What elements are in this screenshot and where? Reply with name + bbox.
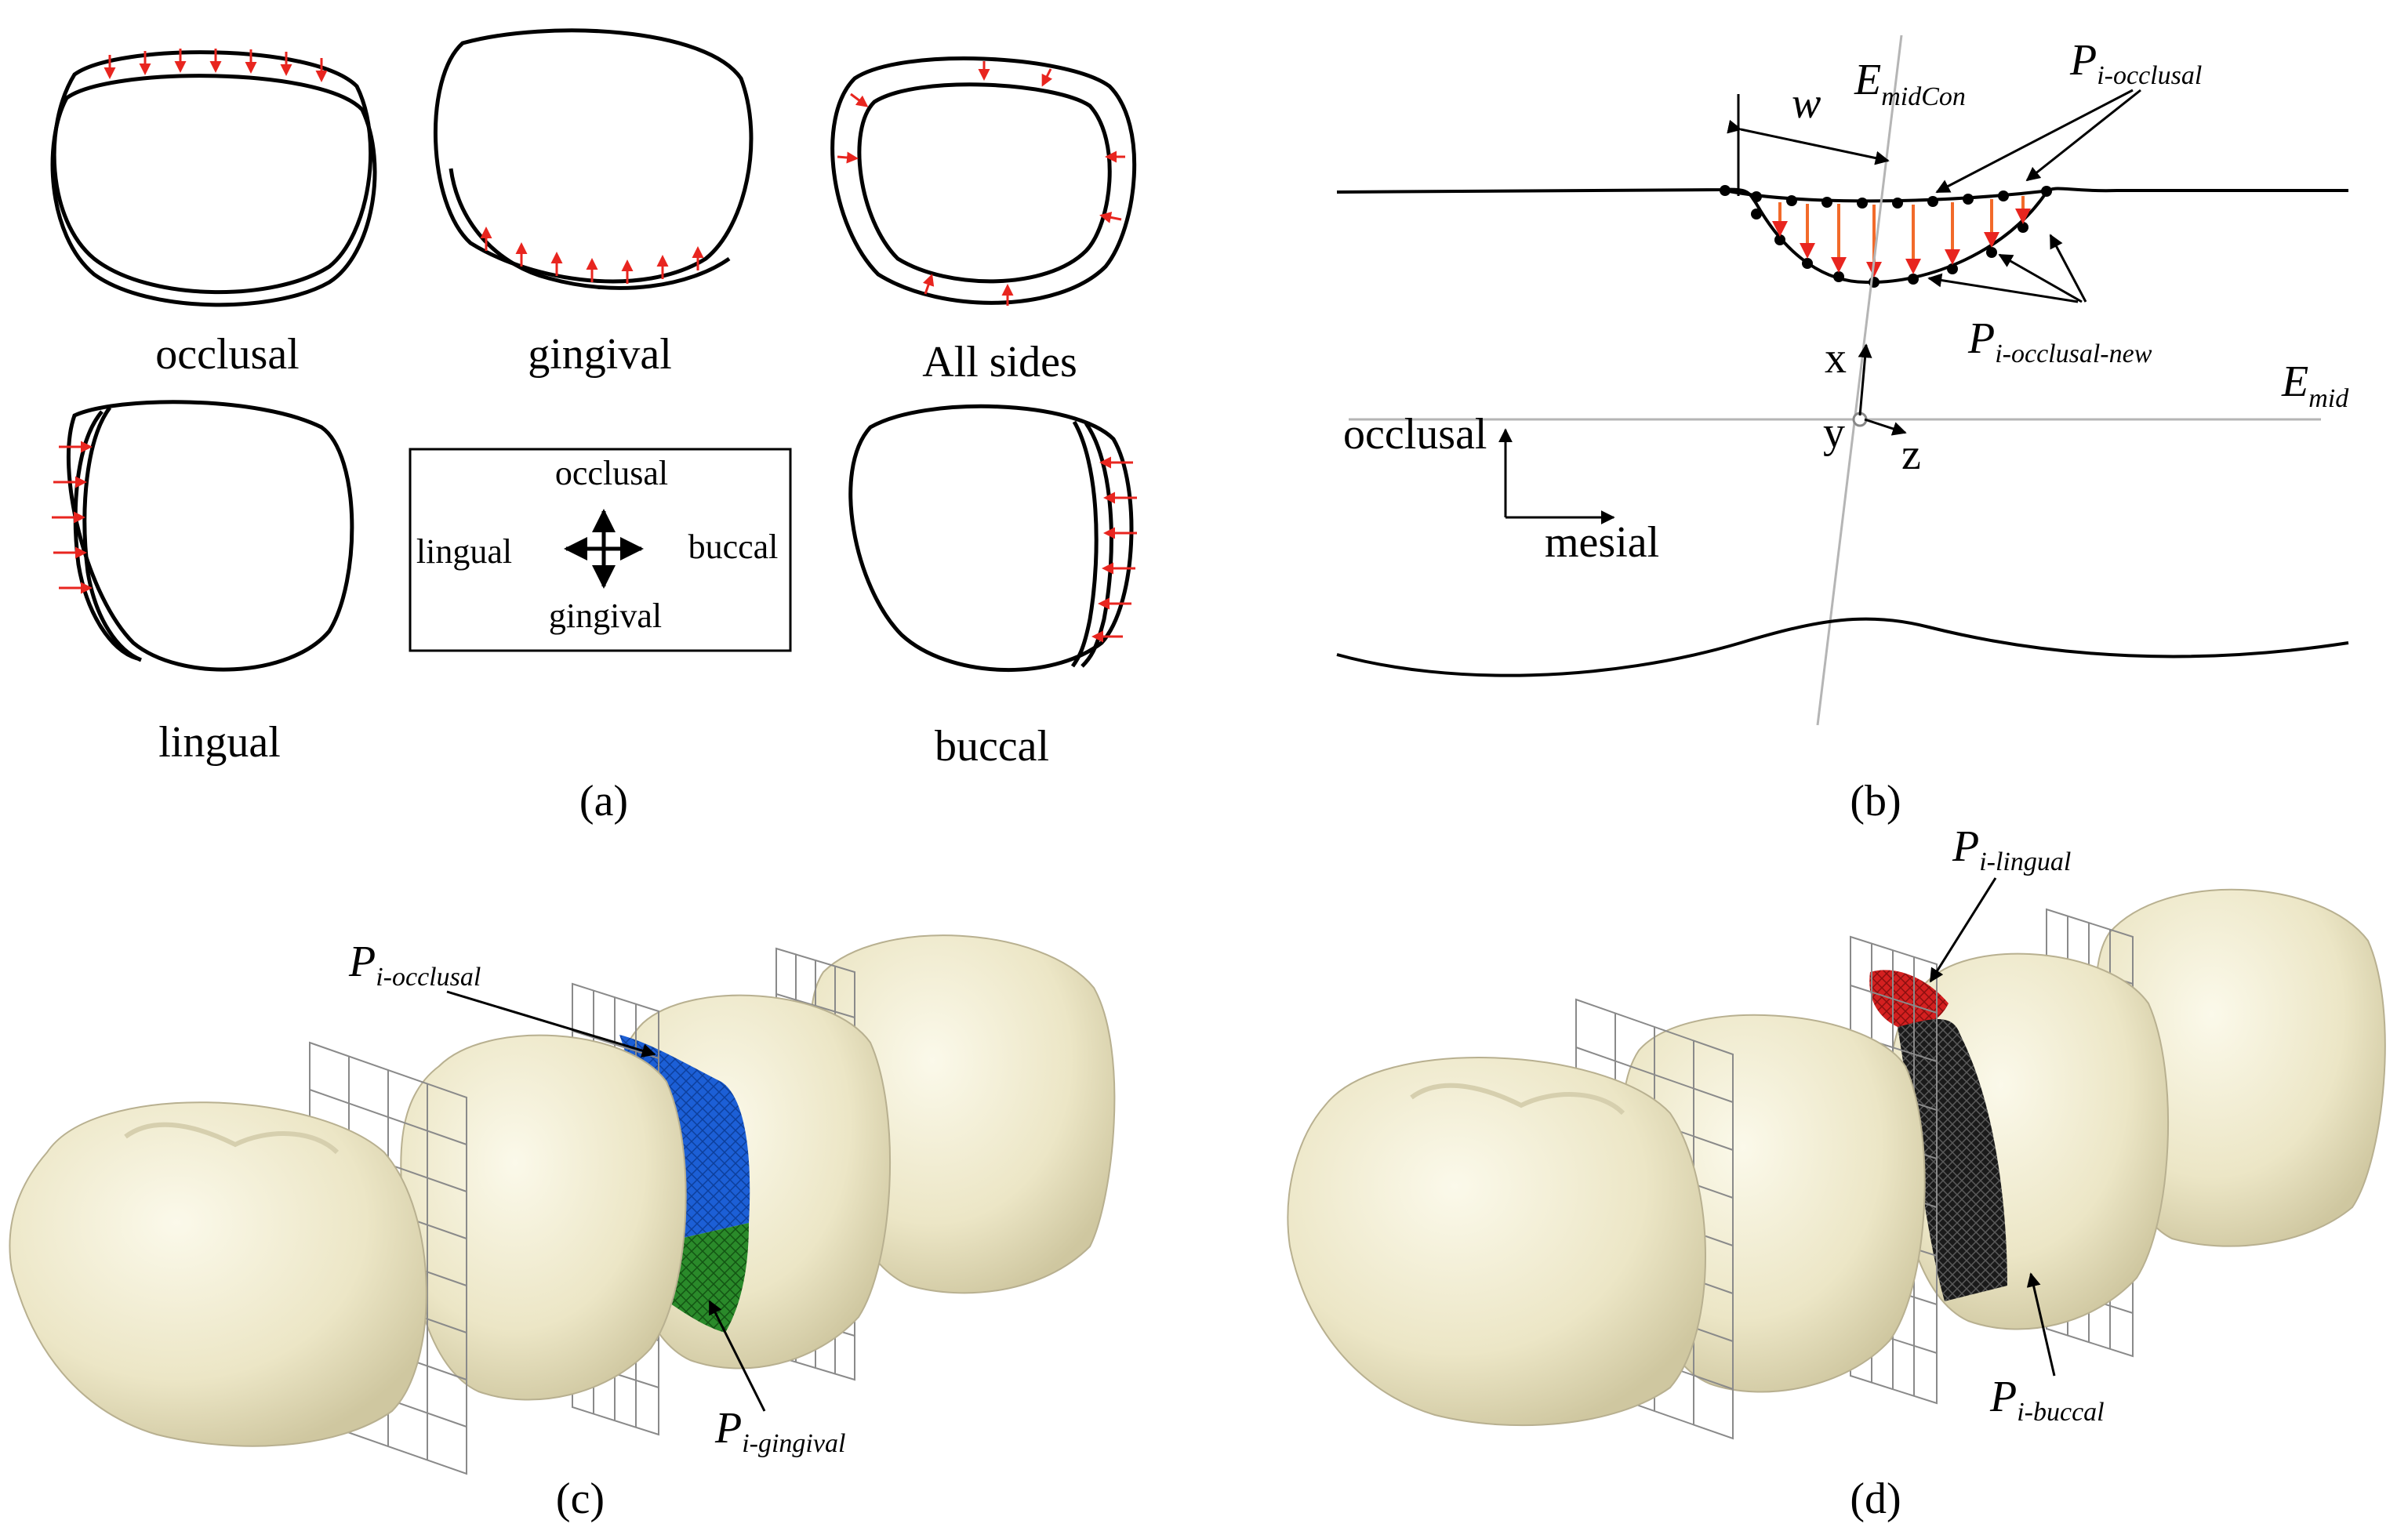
p-occlusal-points xyxy=(1720,185,2052,209)
shape-occlusal xyxy=(50,49,377,307)
label-d-p-buccal: Pi-buccal xyxy=(1989,1373,2105,1427)
label-p-occlusal: Pi-occlusal xyxy=(2069,36,2202,90)
shape-all-sides xyxy=(830,56,1137,306)
label-all-sides: All sides xyxy=(922,338,1077,386)
mesh-buccal-black xyxy=(1898,1019,2007,1301)
label-d-p-lingual: Pi-lingual xyxy=(1952,822,2071,876)
lower-profile xyxy=(1336,617,2349,677)
dir-mesial-label: mesial xyxy=(1545,518,1659,567)
label-e-midcon: EmidCon xyxy=(1854,56,1966,111)
red-arrows-lingual xyxy=(52,441,93,594)
panel-c: Pi-occlusal Pi-gingival (c) xyxy=(9,934,1116,1523)
label-buccal: buccal xyxy=(935,722,1049,771)
legend-occlusal: occlusal xyxy=(555,454,668,492)
shape-lingual xyxy=(52,400,354,672)
label-lingual: lingual xyxy=(158,718,281,767)
w-dimension xyxy=(1727,119,1890,165)
red-arrows-buccal xyxy=(1091,456,1137,643)
tooth-c-1 xyxy=(9,1101,427,1447)
direction-legend: occlusal gingival lingual buccal xyxy=(409,448,792,652)
panel-a: occlusal gingival All sides xyxy=(50,28,1137,825)
axis-z-label: z xyxy=(1901,430,1921,479)
shape-gingival xyxy=(433,28,754,290)
axis-y-label: y xyxy=(1823,408,1845,457)
label-p-occlusal-new: Pi-occlusal-new xyxy=(1967,314,2152,368)
upper-profile xyxy=(1336,187,2348,285)
panel-d: Pi-lingual Pi-buccal (d) xyxy=(1287,822,2386,1523)
red-arrows-occlusal xyxy=(104,49,328,82)
legend-gingival: gingival xyxy=(549,597,662,635)
tooth-d-1 xyxy=(1287,1057,1706,1427)
label-c-p-gingival: Pi-gingival xyxy=(714,1404,845,1458)
label-gingival: gingival xyxy=(528,330,672,379)
p-occlusal-new-points xyxy=(1751,209,2028,288)
label-occlusal: occlusal xyxy=(155,330,299,379)
legend-buccal: buccal xyxy=(688,528,779,566)
shape-buccal xyxy=(848,404,1137,673)
red-arrows-gingival xyxy=(480,227,704,284)
caption-d: (d) xyxy=(1850,1475,1901,1523)
caption-a: (a) xyxy=(579,777,628,825)
label-c-p-occlusal: Pi-occlusal xyxy=(348,938,481,992)
mesh-lingual-red xyxy=(1869,970,1949,1029)
label-e-mid: Emid xyxy=(2281,357,2349,413)
axis-x-label: x xyxy=(1825,334,1847,383)
panel-b: w EmidCon Pi-occlusal Pi-occlusal-new Em… xyxy=(1336,34,2349,825)
caption-c: (c) xyxy=(556,1475,605,1523)
red-arrows-all-sides xyxy=(837,61,1125,306)
label-w: w xyxy=(1792,79,1821,128)
displacement-arrows xyxy=(1772,196,2031,278)
legend-lingual: lingual xyxy=(416,532,512,571)
dir-occlusal-label: occlusal xyxy=(1343,410,1487,459)
caption-b: (b) xyxy=(1850,777,1901,825)
